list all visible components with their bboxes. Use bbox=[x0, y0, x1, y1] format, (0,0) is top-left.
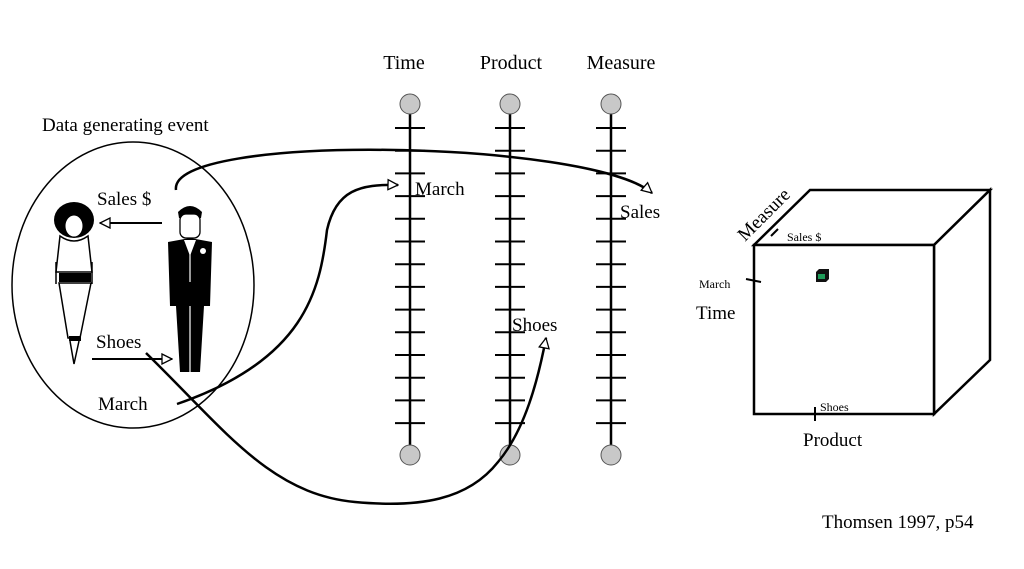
mapping-curves bbox=[145, 148, 652, 505]
axis-time-marker: March bbox=[415, 179, 465, 200]
woman-figure-icon bbox=[54, 202, 94, 365]
axis-product-marker: Shoes bbox=[512, 315, 557, 336]
axis-measure-bottom-knob bbox=[600, 444, 622, 466]
event-ellipse bbox=[11, 141, 255, 429]
event-group: Data generating event Sales $ Shoes bbox=[11, 115, 255, 429]
march-label: March bbox=[98, 394, 148, 415]
shoes-label: Shoes bbox=[96, 332, 141, 353]
march-mapping-curve bbox=[176, 185, 398, 406]
cube-product-label: Product bbox=[803, 430, 863, 451]
cube-sales-label: Sales $ bbox=[787, 230, 821, 244]
data-cell-icon bbox=[816, 269, 829, 282]
axis-product-top-knob bbox=[499, 93, 521, 115]
axis-time-bottom-knob bbox=[399, 444, 421, 466]
data-cube: Measure Sales $ March Time Shoes Product bbox=[696, 184, 994, 451]
event-title: Data generating event bbox=[42, 115, 209, 136]
sales-dollar-label: Sales $ bbox=[97, 189, 151, 210]
cube-shoes-label: Shoes bbox=[820, 400, 849, 414]
cube-march-label: March bbox=[699, 277, 730, 291]
cube-sales-tick bbox=[770, 228, 779, 237]
axis-product-title: Product bbox=[480, 52, 543, 74]
man-figure-icon bbox=[168, 206, 212, 372]
cube-front-face bbox=[752, 243, 936, 416]
axis-measure-marker: Sales bbox=[620, 202, 660, 223]
cube-time-label: Time bbox=[696, 303, 735, 324]
sales-mapping-curve bbox=[174, 148, 652, 194]
cube-march-tick bbox=[745, 278, 762, 283]
shoes-mapping-curve bbox=[145, 338, 546, 505]
axis-measure-title: Measure bbox=[587, 52, 656, 74]
axis-time-title: Time bbox=[383, 52, 425, 74]
axis-time-top-knob bbox=[399, 93, 421, 115]
citation: Thomsen 1997, p54 bbox=[822, 512, 974, 533]
axis-measure-top-knob bbox=[600, 93, 622, 115]
